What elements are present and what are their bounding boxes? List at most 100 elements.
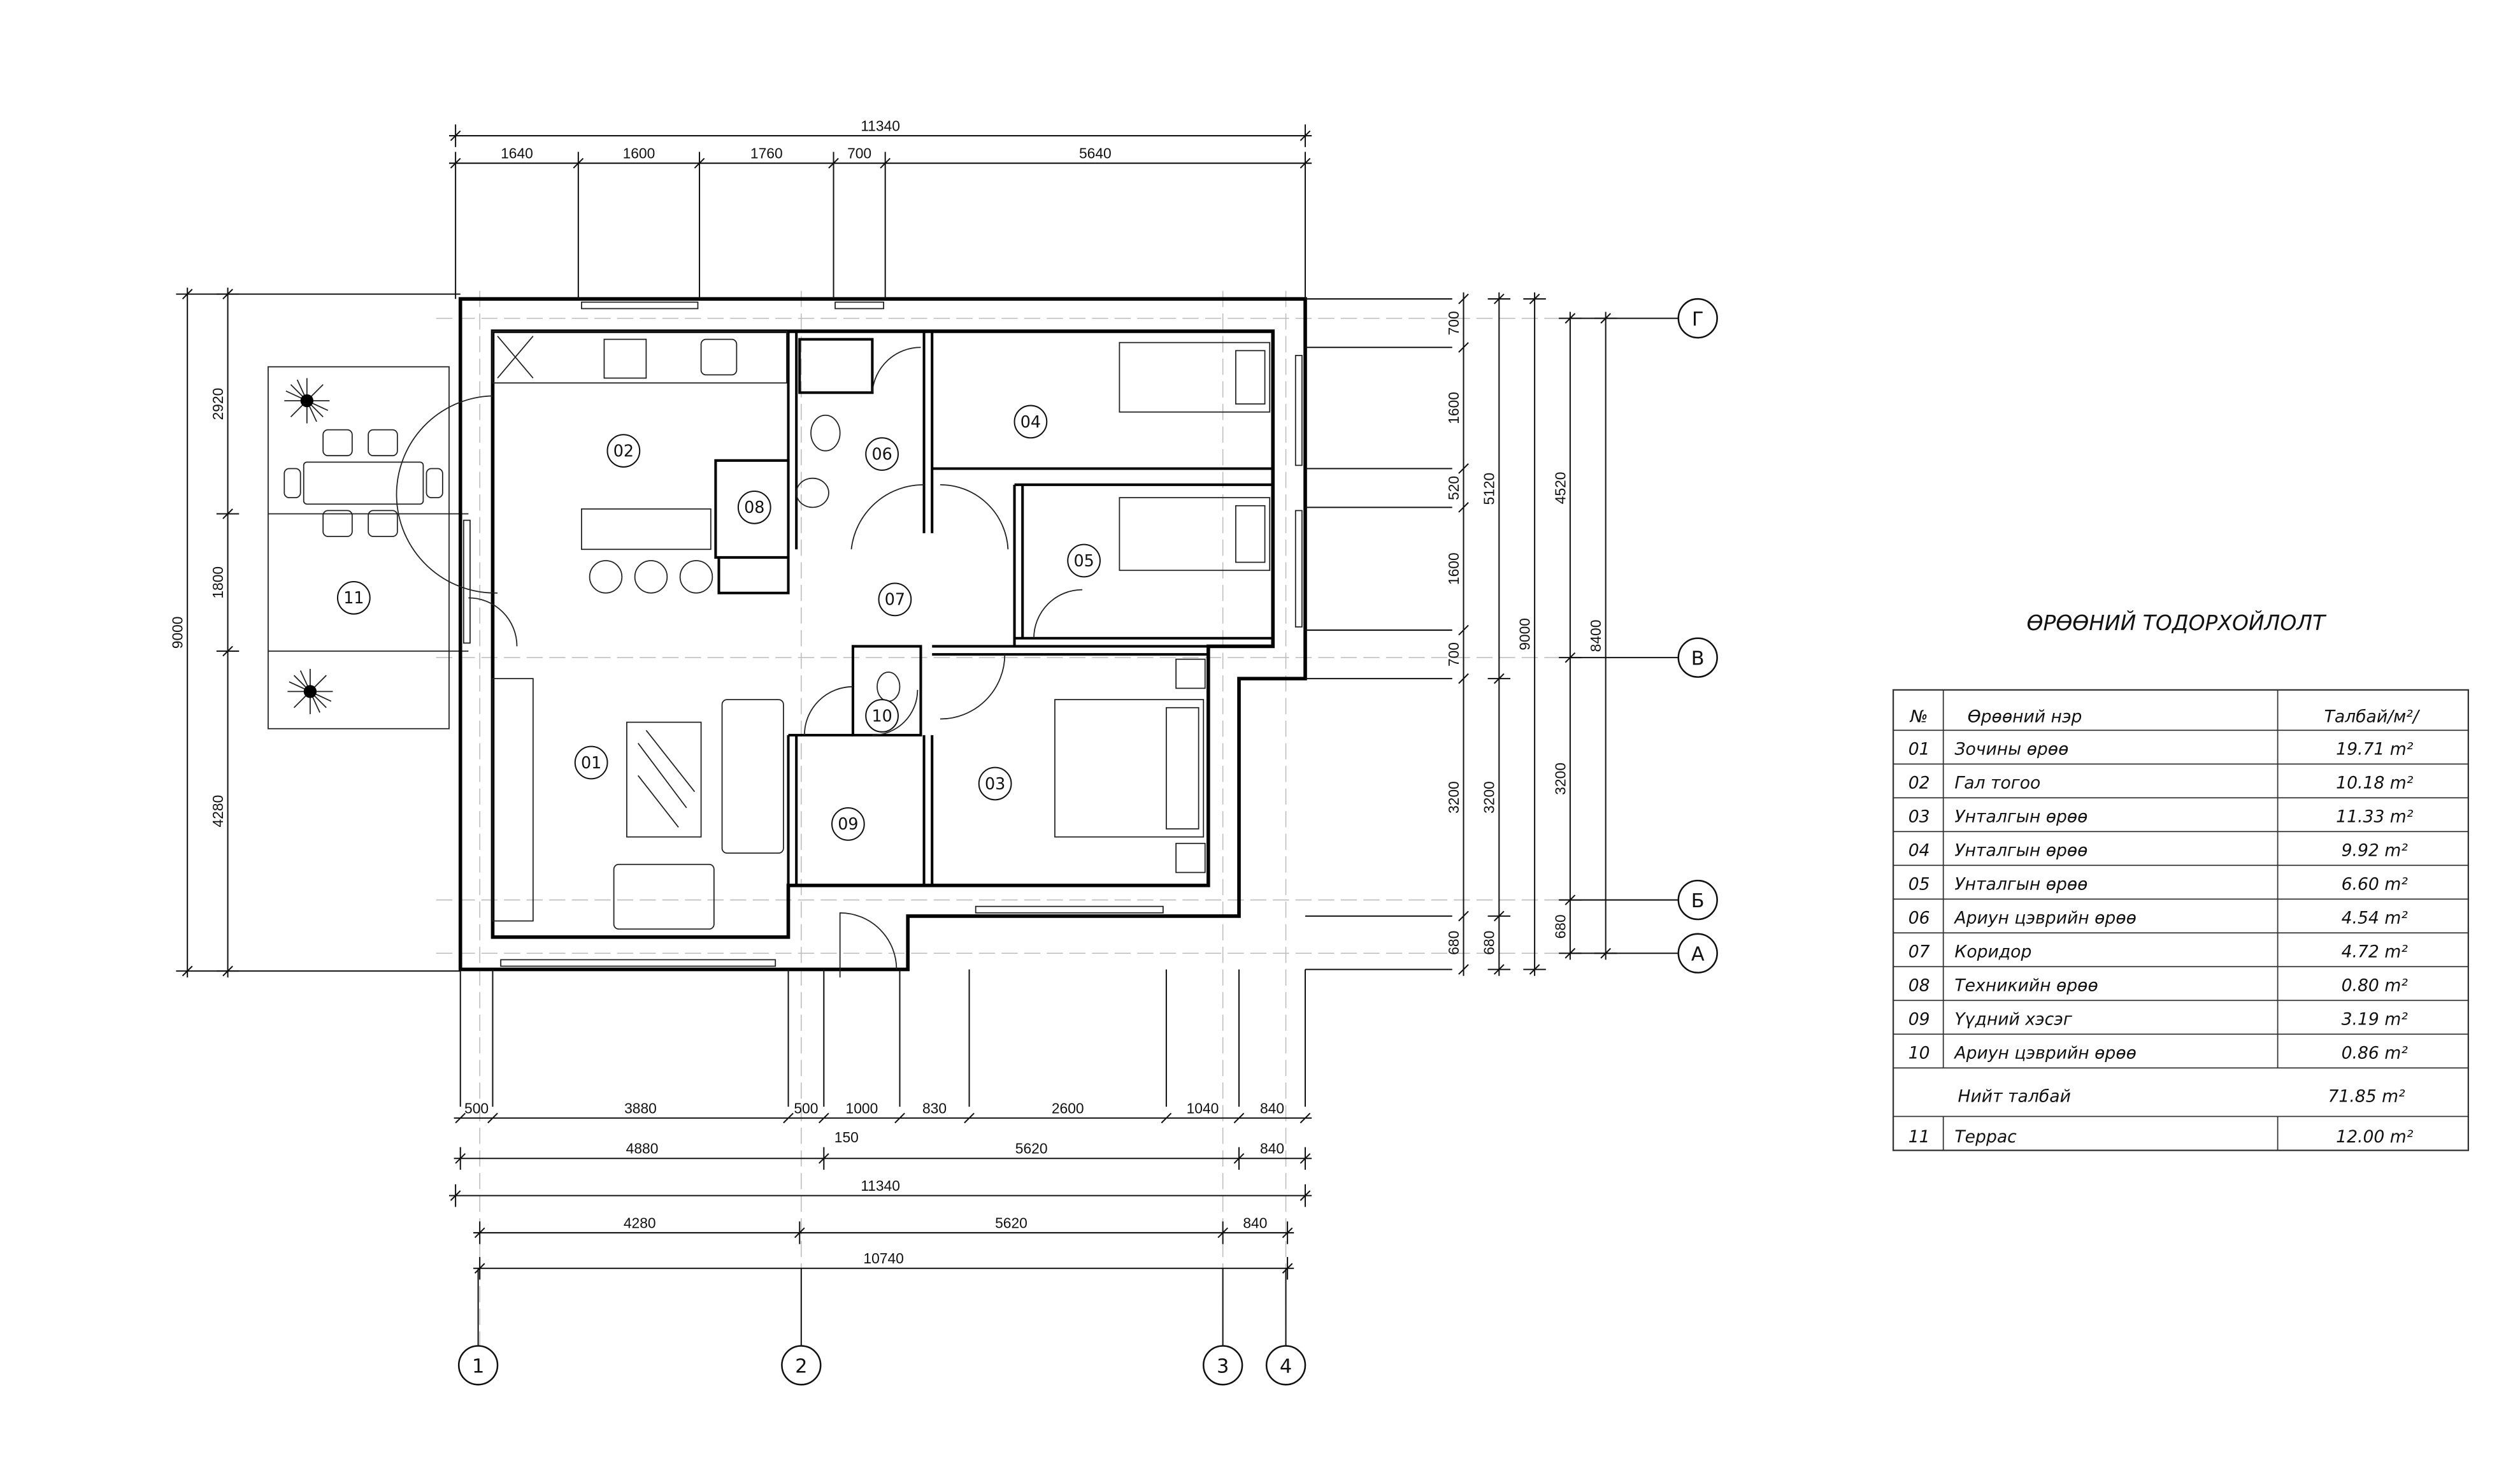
row-number: 10 (1908, 1043, 1930, 1063)
windows (462, 301, 1303, 967)
row-area: 12.00 m² (2336, 1127, 2414, 1147)
room-label: 05 (1067, 543, 1101, 578)
row-area: 11.33 m² (2336, 807, 2414, 826)
row-number: 07 (1908, 942, 1930, 961)
tv-unit (492, 678, 534, 922)
room-label: 04 (1013, 405, 1048, 439)
kitchen-island (581, 508, 712, 550)
room-number-circle (336, 580, 371, 615)
axis-label: Б (1691, 890, 1705, 912)
stool-icon (634, 560, 668, 594)
row-area: 3.19 m² (2342, 1009, 2409, 1029)
row-area: 0.80 m² (2342, 975, 2409, 995)
dimension-label: 5120 (1481, 473, 1498, 505)
plant-icon (284, 378, 330, 424)
dimension-label: 11340 (861, 117, 900, 134)
row-area: 19.71 m² (2336, 739, 2414, 759)
stove-icon (603, 338, 647, 379)
row-number: 02 (1908, 773, 1930, 793)
dimension-label: 1600 (1445, 392, 1462, 424)
header-room-name: Өрөөний нэр (1968, 707, 2082, 727)
room-label: 10 (865, 699, 899, 733)
dimension-label: 3880 (624, 1100, 657, 1116)
dimension-label: 1760 (750, 145, 783, 162)
dimension-chain: 9000 (1516, 292, 1546, 976)
axis-row-marker: В (1570, 637, 1718, 678)
room-number-circle (978, 766, 1012, 801)
dimension-label: 830 (922, 1100, 947, 1116)
dimension-label: 680 (1552, 914, 1568, 938)
row-number: 01 (1908, 739, 1930, 759)
room-number-circle (831, 807, 865, 841)
coffee-table (626, 721, 702, 838)
axis-column-marker: 3 (1202, 1268, 1243, 1386)
dimension-label: 2600 (1052, 1100, 1084, 1116)
row-area: 4.54 m² (2342, 908, 2409, 928)
dimension-label: 1600 (623, 145, 655, 162)
dimension-label: 1040 (1187, 1100, 1219, 1116)
room-number: 11 (343, 588, 364, 607)
dimension-label: 2920 (210, 388, 226, 420)
room-number-circle (865, 699, 899, 733)
dimension-label: 1600 (1445, 552, 1462, 585)
room-number: 03 (985, 774, 1005, 793)
dimension-label: 1800 (210, 566, 226, 599)
header-number: № (1909, 707, 1928, 727)
dimension-label: 9000 (169, 616, 186, 649)
axis-label: 2 (795, 1355, 807, 1377)
walls (396, 297, 1307, 978)
bed-icon (1119, 341, 1271, 413)
row-room-name: Үүдний хэсэг (1954, 1009, 2072, 1029)
room-number-circle (1013, 405, 1048, 439)
row-area: 0.86 m² (2342, 1043, 2409, 1063)
dimension-label: 4520 (1552, 472, 1568, 505)
row-room-name: Коридор (1954, 942, 2031, 961)
room-number: 10 (871, 706, 892, 725)
dimension-label: 840 (1260, 1100, 1284, 1116)
axis-label: 3 (1217, 1355, 1229, 1377)
toilet-icon (810, 414, 841, 452)
dimension-label: 3200 (1481, 781, 1498, 814)
row-number: 09 (1908, 1009, 1930, 1029)
row-number: 03 (1908, 807, 1930, 826)
row-number: 04 (1908, 840, 1930, 860)
total-label: Нийт талбай (1958, 1087, 2071, 1107)
room-number: 08 (744, 498, 764, 517)
header-area: Талбай/м²/ (2324, 707, 2421, 727)
washbasin-icon (796, 477, 829, 508)
room-number-circle (574, 745, 608, 780)
room-schedule-table: ӨРӨӨНИЙ ТОДОРХОЙЛОЛТ № Өрөөний нэр Талбай/… (1892, 610, 2469, 1151)
row-area: 6.60 m² (2342, 874, 2409, 894)
row-number: 05 (1908, 874, 1930, 894)
room-number: 04 (1020, 412, 1041, 431)
dimension-label: 840 (1243, 1214, 1267, 1231)
room-number-circle (865, 437, 899, 471)
dimension-label: 4880 (626, 1140, 659, 1157)
total-area: 71.85 m² (2328, 1087, 2405, 1107)
dimension-label: 840 (1260, 1140, 1284, 1157)
room-label: 02 (606, 434, 641, 468)
axis-label: 4 (1280, 1355, 1292, 1377)
row-room-name: Зочины өрөө (1954, 739, 2068, 759)
dimension-label: 8400 (1587, 620, 1604, 652)
schedule-title: ӨРӨӨНИЙ ТОДОРХОЙЛОЛТ (2027, 610, 2328, 635)
axis-column-marker: 1 (457, 1268, 499, 1386)
room-label: 08 (737, 490, 771, 524)
row-room-name: Техникийн өрөө (1954, 975, 2098, 995)
row-room-name: Унталгын өрөө (1954, 874, 2087, 894)
dimension-label: 1000 (846, 1100, 878, 1116)
axis-grid (436, 291, 1679, 1346)
dimension-chain: 11340 (448, 117, 1312, 147)
room-number: 02 (613, 441, 634, 460)
dimension-label: 11340 (861, 1177, 900, 1194)
dimension-label: 150 (834, 1129, 859, 1146)
row-number: 11 (1908, 1127, 1930, 1147)
dimension-label: 5640 (1079, 145, 1112, 162)
room-number-circle (737, 490, 771, 524)
dimension-label: 1640 (501, 145, 533, 162)
row-number: 06 (1908, 908, 1930, 928)
dimension-chain: 8400 (1587, 312, 1617, 960)
dimension-label: 500 (464, 1100, 489, 1116)
